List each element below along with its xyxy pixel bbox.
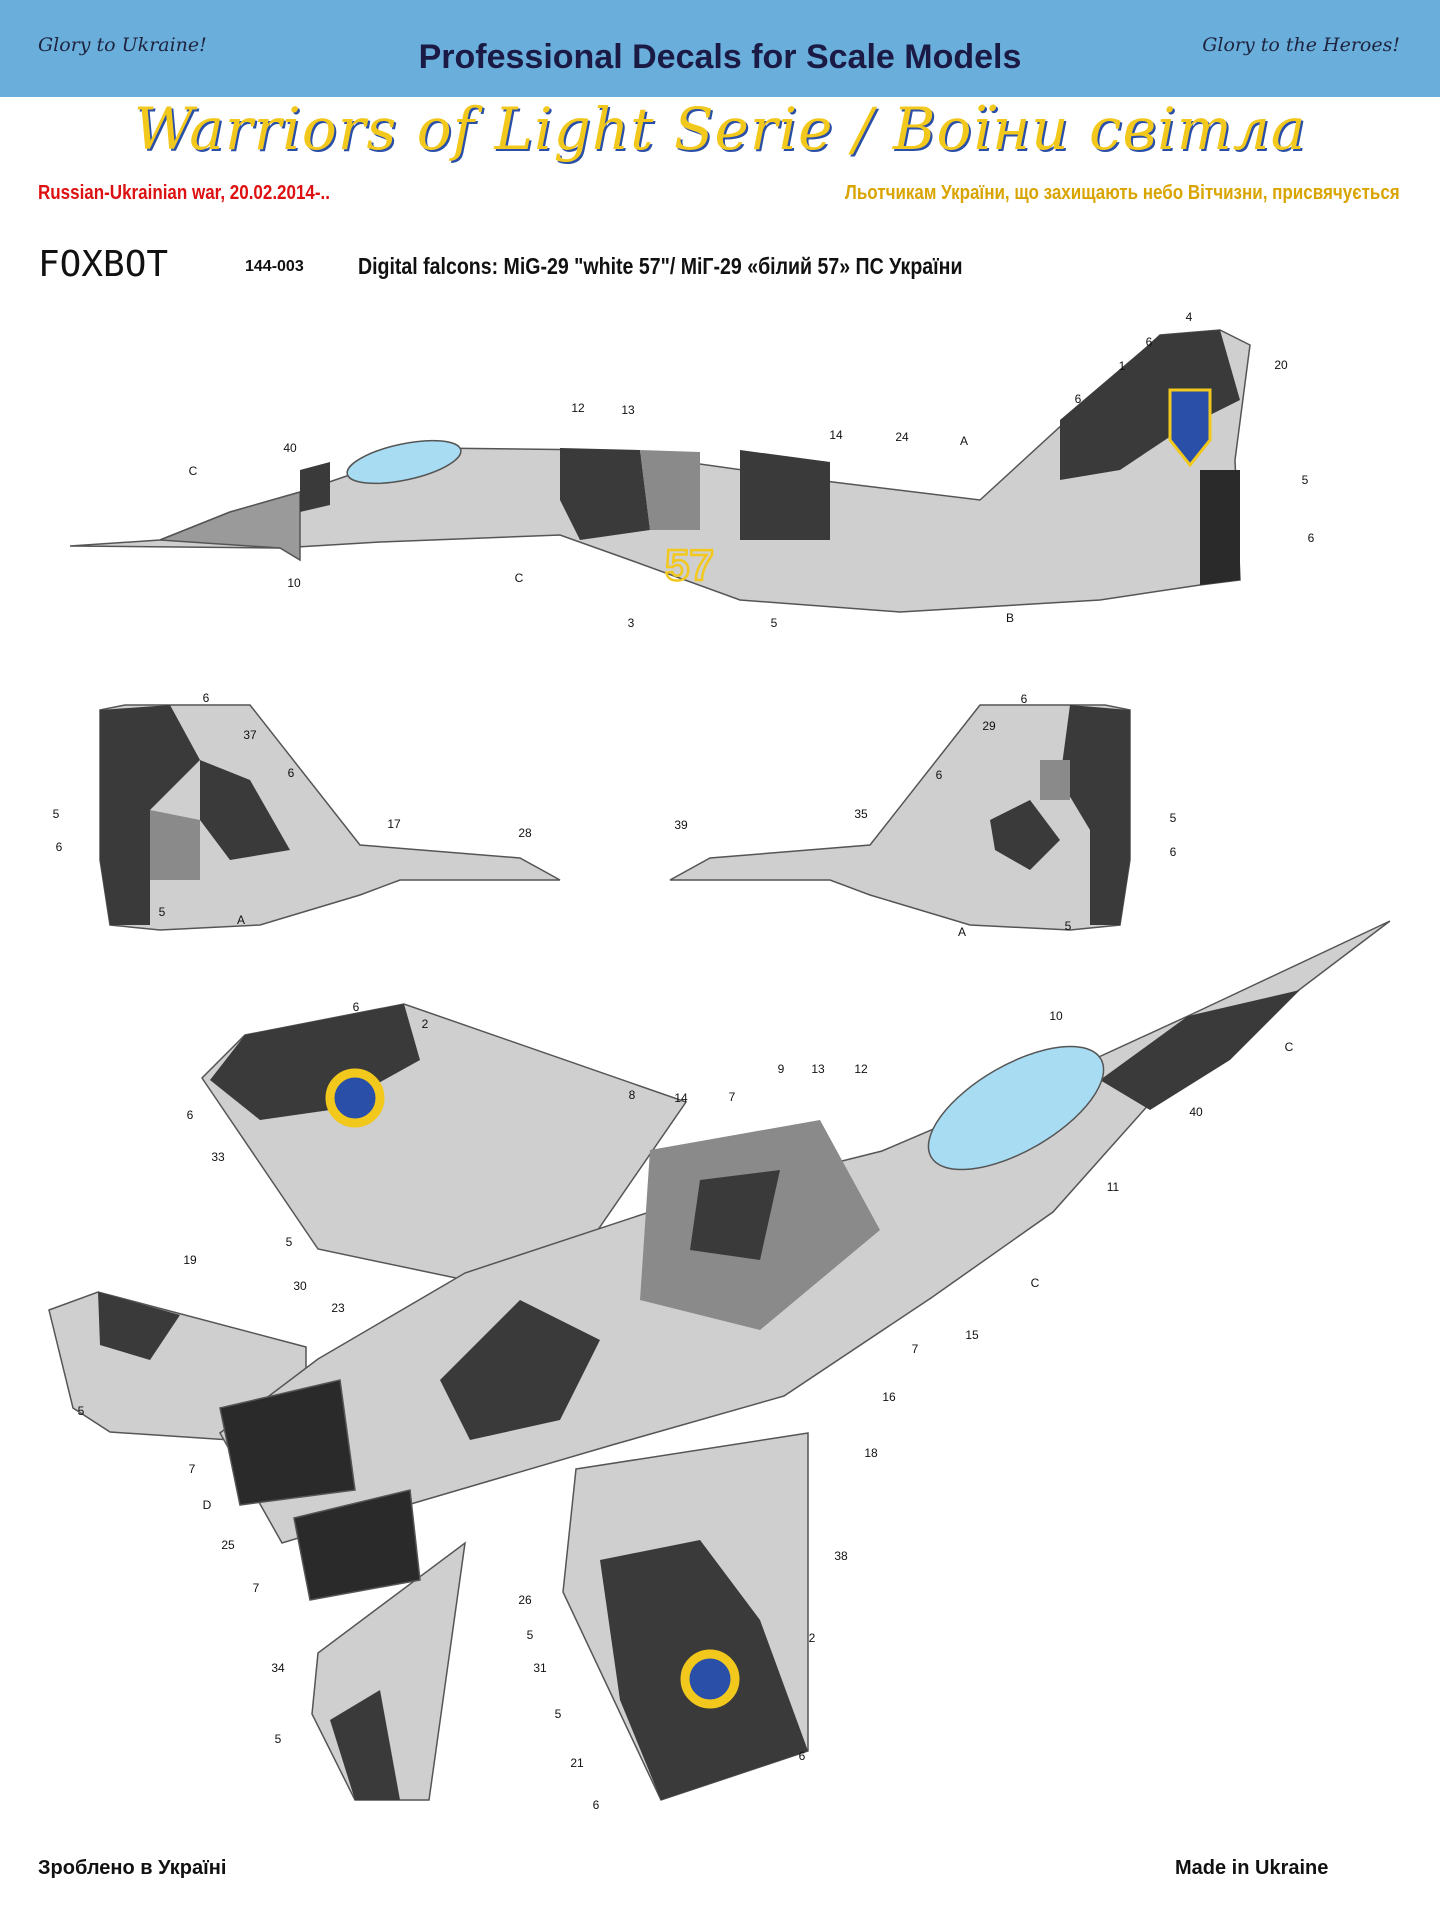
- callout-label: 29: [982, 719, 996, 733]
- callout-label: 34: [271, 1661, 285, 1675]
- callout-label: C: [188, 464, 198, 478]
- callout-label: 5: [52, 807, 60, 821]
- callout-label: 10: [1049, 1009, 1063, 1023]
- callout-label: 5: [285, 1235, 293, 1249]
- callout-label: 10: [287, 576, 301, 590]
- callout-label: 5: [158, 905, 166, 919]
- callout-label: 23: [331, 1301, 345, 1315]
- callout-label: 3: [627, 616, 635, 630]
- callout-label: 21: [570, 1756, 584, 1770]
- callout-label: 6: [186, 1108, 194, 1122]
- callout-label: A: [957, 925, 967, 939]
- callout-label: 25: [221, 1538, 235, 1552]
- slogan-left: Glory to Ukraine!: [38, 34, 207, 56]
- callout-label: 8: [628, 1088, 636, 1102]
- callout-label: 39: [674, 818, 688, 832]
- callout-label: 5: [77, 1404, 85, 1418]
- callout-label: 5: [770, 616, 778, 630]
- callout-label: 6: [55, 840, 63, 854]
- footer-made-in-ukraine-uk: Зроблено в Україні: [38, 1857, 227, 1879]
- callout-label: 5: [1064, 919, 1072, 933]
- callout-label: 40: [1189, 1105, 1203, 1119]
- callout-label: 6: [798, 1749, 806, 1763]
- callout-label: C: [1284, 1040, 1294, 1054]
- callout-label: 7: [728, 1090, 736, 1104]
- callout-label: 4: [1185, 310, 1193, 324]
- callout-label: 6: [287, 766, 295, 780]
- callout-label: 38: [834, 1549, 848, 1563]
- callout-label: 6: [202, 691, 210, 705]
- callout-label: 5: [554, 1707, 562, 1721]
- callout-label: 30: [293, 1279, 307, 1293]
- callout-label: 14: [829, 428, 843, 442]
- slogan-right: Glory to the Heroes!: [1202, 34, 1400, 56]
- callout-label: 6: [1169, 845, 1177, 859]
- product-code: 144-003: [245, 258, 304, 275]
- callout-label: C: [514, 571, 524, 585]
- header-band: [0, 0, 1440, 97]
- page-title: Professional Decals for Scale Models: [418, 38, 1022, 76]
- brand-logo: FOXBOT: [38, 244, 169, 285]
- callout-label: 9: [777, 1062, 785, 1076]
- callout-label: 17: [387, 817, 401, 831]
- callout-label: B: [1005, 611, 1015, 625]
- callout-label: 33: [211, 1150, 225, 1164]
- callout-label: 13: [811, 1062, 825, 1076]
- side-profile: [69, 329, 1251, 613]
- callout-label: 5: [274, 1732, 282, 1746]
- callout-label: 5: [526, 1628, 534, 1642]
- callout-label: 5: [1169, 811, 1177, 825]
- callout-label: 2: [808, 1631, 816, 1645]
- callout-label: 24: [895, 430, 909, 444]
- callout-label: A: [236, 913, 246, 927]
- callout-label: A: [959, 434, 969, 448]
- callout-label: 35: [854, 807, 868, 821]
- callout-label: 7: [911, 1342, 919, 1356]
- callout-label: 18: [864, 1446, 878, 1460]
- series-title: Warriors of Light Serie / Воїни світла: [133, 95, 1307, 163]
- callout-label: 26: [518, 1593, 532, 1607]
- callout-label: 14: [674, 1091, 688, 1105]
- callout-label: 31: [533, 1661, 547, 1675]
- callout-label: 7: [252, 1581, 260, 1595]
- callout-label: 11: [1106, 1180, 1120, 1194]
- callout-label: 6: [1074, 392, 1082, 406]
- callout-label: 7: [188, 1462, 196, 1476]
- callout-label: 12: [571, 401, 585, 415]
- top-view: [48, 920, 1391, 1801]
- callout-label: 6: [352, 1000, 360, 1014]
- callout-label: 37: [243, 728, 257, 742]
- footer-made-in-ukraine-en: Made in Ukraine: [1175, 1857, 1329, 1879]
- callout-label: 15: [965, 1328, 979, 1342]
- callout-label: 40: [283, 441, 297, 455]
- callout-label: 6: [592, 1798, 600, 1812]
- callout-label: 2: [421, 1017, 429, 1031]
- callout-label: 16: [882, 1390, 896, 1404]
- tail-view-right: [669, 704, 1131, 931]
- dedication: Льотчикам України, що захищають небо Віт…: [845, 182, 1400, 204]
- callout-label: 6: [1020, 692, 1028, 706]
- callout-label: 6: [1145, 335, 1153, 349]
- callout-label: 13: [621, 403, 635, 417]
- callout-label: 19: [183, 1253, 197, 1267]
- callout-label: 20: [1274, 358, 1288, 372]
- callout-label: 5: [1301, 473, 1309, 487]
- callout-label: D: [202, 1498, 212, 1512]
- callout-label: 28: [518, 826, 532, 840]
- subject-title: Digital falcons: MiG-29 "white 57"/ МіГ-…: [358, 253, 963, 279]
- callout-label: 6: [1307, 531, 1315, 545]
- callout-label: 6: [935, 768, 943, 782]
- tail-view-left: [99, 704, 561, 931]
- callout-label: 1: [1118, 359, 1126, 373]
- callout-label: 12: [854, 1062, 868, 1076]
- side-number-marking: 57: [665, 541, 714, 590]
- callout-label: C: [1030, 1276, 1040, 1290]
- war-line: Russian-Ukrainian war, 20.02.2014-..: [38, 182, 330, 204]
